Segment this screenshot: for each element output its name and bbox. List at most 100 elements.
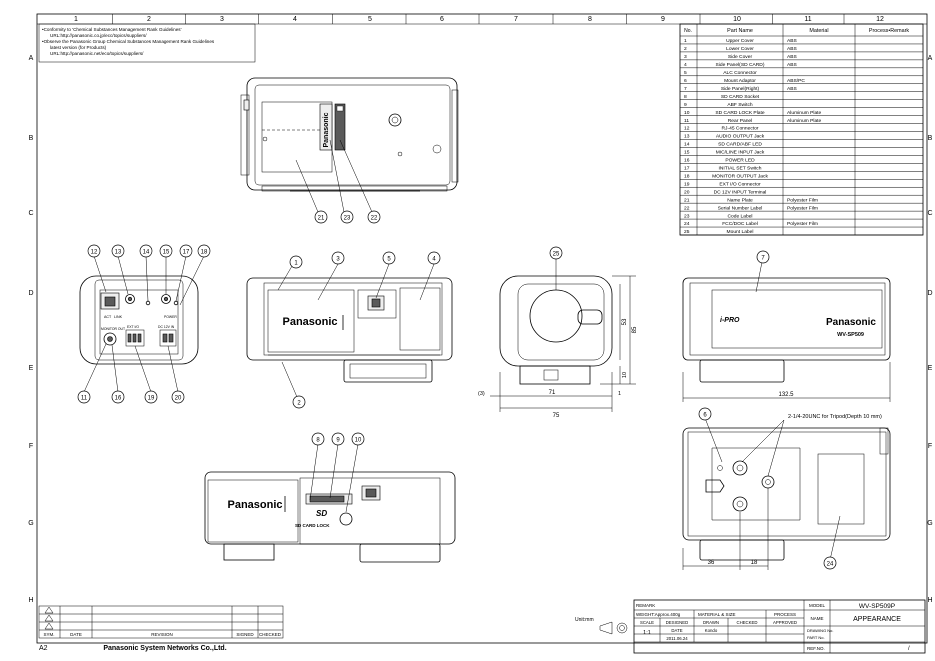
balloon-21: 21 [314,210,328,224]
tb-designer: Kondo [705,628,718,633]
tb-scale-label: SCALE [640,620,654,625]
dim-gap: 10 [622,372,628,378]
rev-col-signed: SIGNED [236,632,254,637]
row-label-H-right: H [927,597,932,604]
row-label-H-left: H [28,597,33,604]
dim-length: 132.5 [778,392,794,398]
top-view-brand: Panasonic [323,112,330,147]
column-label-2: 2 [147,16,151,23]
parts-cell-material: Polyester Film [787,221,818,227]
parts-cell-name: INITIAL SET Switch [719,166,762,172]
rear-label-dc: DC 12V IN [158,325,175,329]
note-line-5: URL:http://panasonic.net/eco/topics/supp… [50,51,144,56]
parts-cell-name: Side Panel(SD CARD) [716,62,765,68]
parts-cell-no: 23 [684,213,690,219]
parts-cell-no: 25 [684,229,690,235]
column-label-4: 4 [293,16,297,23]
parts-cell-name: Mount Adaptor [724,78,756,84]
svg-text:2: 2 [297,401,301,407]
parts-cell-name: Rear Panel [728,118,752,124]
balloon-3: 3 [331,251,345,265]
revision-block: SYM. DATE REVISION SIGNED CHECKED A2 Pan… [38,605,284,652]
svg-text:20: 20 [175,396,182,402]
right-view-model: WV-SP509 [837,332,864,338]
company-name: Panasonic System Networks Co.,Ltd. [103,645,226,652]
balloon-12: 12 [87,244,101,258]
rev-col-date: DATE [70,632,82,637]
tb-model: WV-SP509P [859,603,895,610]
parts-cell-no: 3 [684,54,687,60]
tb-page: / [908,646,910,652]
column-label-1: 1 [74,16,78,23]
side-view: 25 85 53 10 (3) 71 1 75 [478,246,638,419]
parts-cell-name: FCC/DOC Label [722,221,758,227]
parts-cell-name: EXT I/O Connector [719,181,761,187]
svg-text:23: 23 [344,216,351,222]
svg-text:16: 16 [115,396,122,402]
parts-cell-name: Lower Cover [726,46,754,52]
units-symbol: Unit:mm [575,617,628,635]
parts-cell-name: AUDIO OUTPUT Jack [716,134,765,140]
tb-drawn: DRAWN [703,620,719,625]
tb-date: 2011.06.24 [666,636,688,641]
tb-date-label: DATE [671,628,682,633]
dim-height: 85 [632,326,638,333]
row-label-B-left: B [29,135,34,142]
parts-row: 23 Code Label [680,213,923,220]
parts-cell-no: 24 [684,221,690,227]
note-line-3: •Observe the Panasonic Group Chemical Su… [42,39,215,44]
parts-cell-name: Code Label [727,213,752,219]
parts-cell-name: Serial Number Label [718,205,763,211]
parts-cell-no: 13 [684,134,690,140]
balloon-7: 7 [756,250,770,264]
dim-small: (3) [478,391,485,397]
svg-text:6: 6 [703,413,707,419]
rear-label-io: EXT I/O [127,325,139,329]
notes-box: •Conformity to 'Chemical Substances Mana… [38,23,256,63]
svg-text:22: 22 [371,216,378,222]
balloon-18: 18 [197,244,211,258]
parts-cell-no: 5 [684,70,687,76]
column-label-10: 10 [733,16,741,23]
top-view: Panasonic 21 23 22 [240,77,459,224]
svg-text:18: 18 [201,250,208,256]
svg-text:25: 25 [553,252,560,258]
dim-mount-b: 18 [751,560,758,566]
parts-cell-name: MIC/LINE INPUT Jack [716,150,765,156]
parts-cell-material: ABS [787,54,798,60]
column-label-11: 11 [804,16,811,23]
column-label-5: 5 [368,16,372,23]
row-label-D-right: D [927,290,932,297]
balloon-15: 15 [159,244,173,258]
svg-text:17: 17 [183,250,190,256]
tb-scale: 1:1 [643,630,651,636]
parts-cell-no: 22 [684,205,690,211]
rev-col-sym: SYM. [43,632,54,637]
rear-label-act: ACT [104,315,112,319]
svg-text:1: 1 [294,261,298,267]
parts-cell-name: Side Panel(Right) [721,86,760,92]
svg-text:15: 15 [163,250,170,256]
tb-process: PROCESS [774,612,796,617]
tb-remark: REMARK [636,603,655,608]
parts-cell-no: 14 [684,142,690,148]
column-label-12: 12 [876,16,884,23]
tb-ref-no: REF.NO. [807,646,825,651]
parts-cell-no: 12 [684,126,690,132]
column-label-9: 9 [661,16,665,23]
rear-label-link: LINK [114,315,123,319]
parts-cell-no: 1 [684,38,687,44]
parts-cell-name: Name Plate [727,197,753,203]
tb-drawing-no: DRAWING No. [807,628,834,633]
